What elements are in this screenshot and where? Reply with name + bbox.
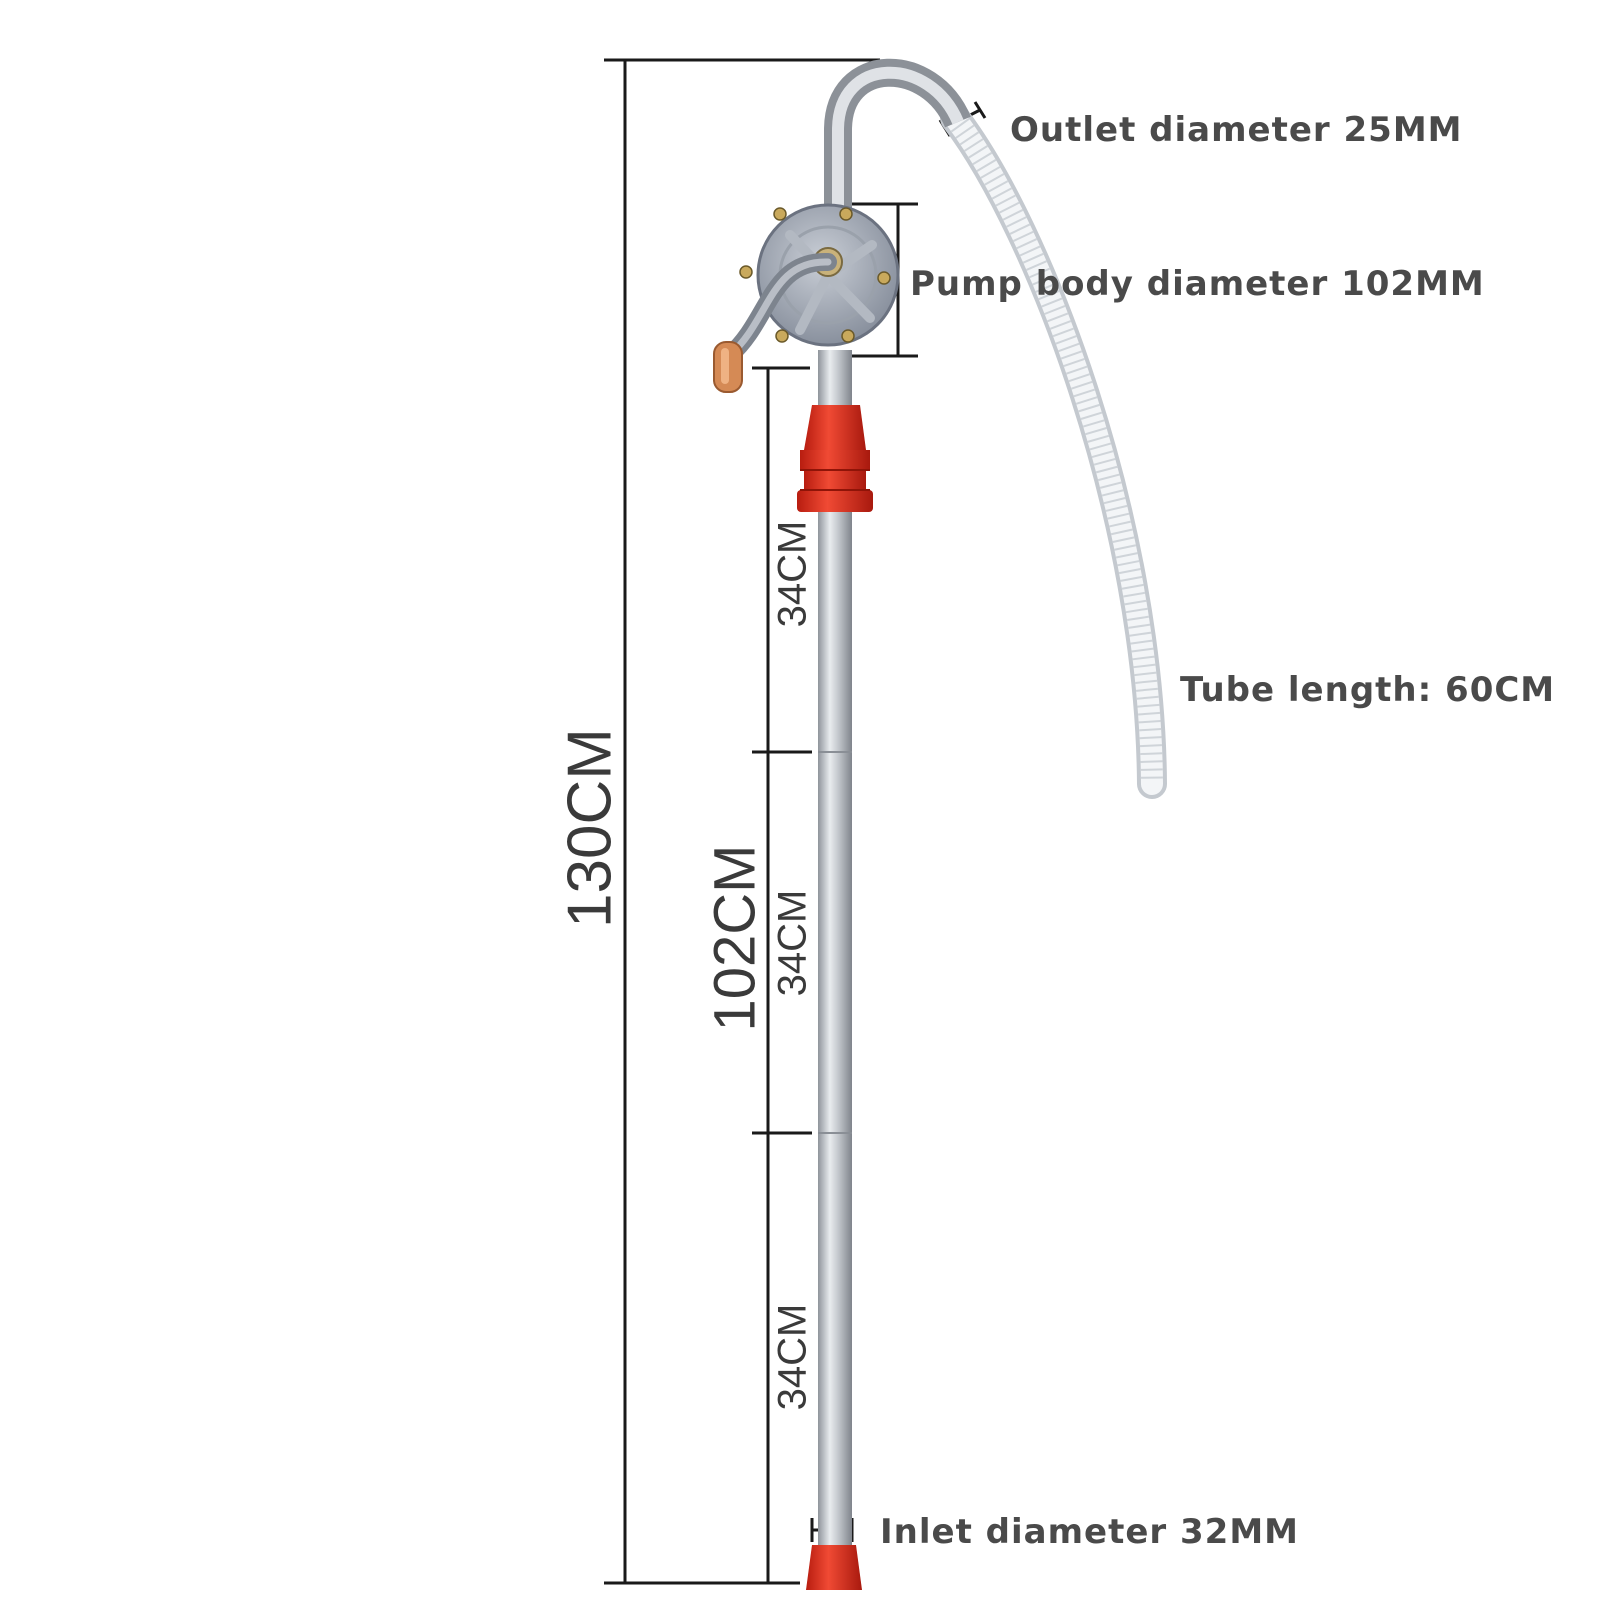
red-coupling [797,405,873,512]
segment-1-label: 34CM [770,520,815,628]
crank-handle [713,252,837,393]
tube-height-label: 102CM [702,844,768,1032]
total-height-label: 130CM [555,728,625,928]
outlet-hose [940,103,1167,799]
outlet-diameter-label: Outlet diameter 25MM [1010,110,1463,150]
tube-height-dimension [752,366,812,1583]
tube-length-label: Tube length: 60CM [1180,670,1556,710]
inlet-diameter-label: Inlet diameter 32MM [880,1512,1299,1552]
pump-body [739,203,900,347]
pump-body-diameter-label: Pump body diameter 102MM [910,264,1485,304]
segment-2-label: 34CM [770,889,815,997]
suction-tube [818,350,852,1550]
segment-3-label: 34CM [770,1303,815,1411]
red-inlet-fitting [806,1545,862,1590]
